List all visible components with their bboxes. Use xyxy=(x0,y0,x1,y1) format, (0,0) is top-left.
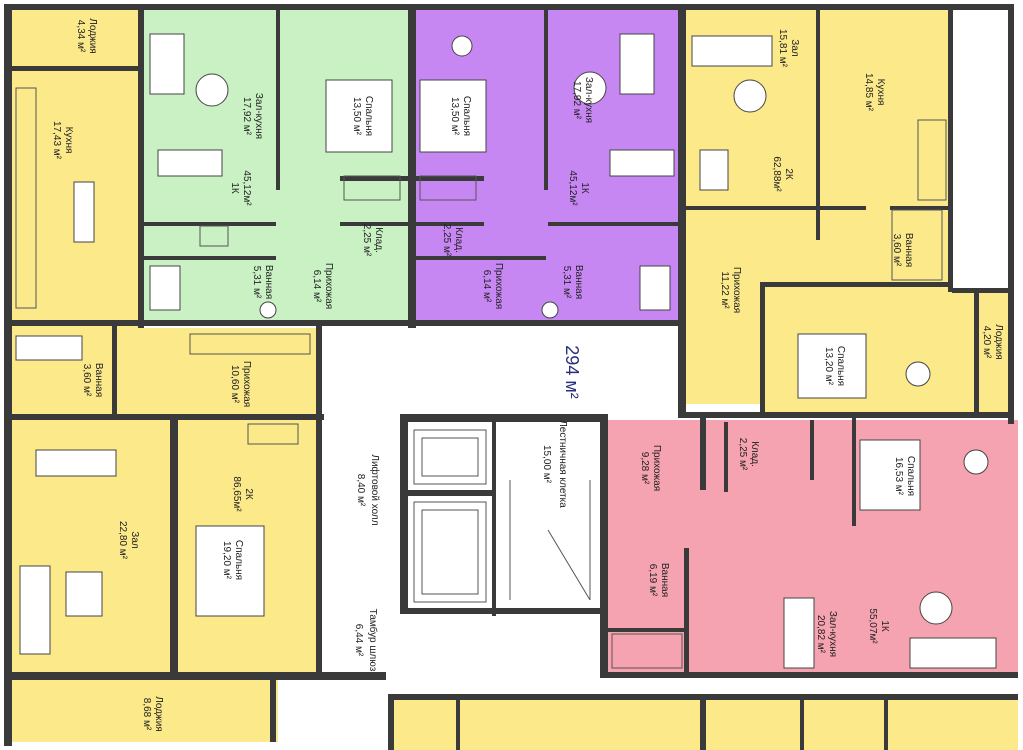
room-area: 13,20 м² xyxy=(823,347,834,386)
fill-right-edge xyxy=(950,8,1014,288)
room-name: Тамбур шлюз xyxy=(367,609,379,672)
room-name: Спальня xyxy=(835,346,846,386)
room-name: Ванная xyxy=(903,233,914,267)
room-name: Спальня xyxy=(233,540,244,580)
room-name: Ванная xyxy=(659,563,670,597)
room-name: Лестничная клетка xyxy=(557,420,568,508)
room-area: 5,31 м² xyxy=(251,266,262,299)
unit-labels: 1К 45,12м² 1К 45,12м² 2К 62,88м² 2К 86,6… xyxy=(229,156,890,644)
fill-loggia-bottom xyxy=(8,680,278,742)
room-area: 2,25 м² xyxy=(361,224,372,257)
room-area: 13,50 м² xyxy=(351,97,362,136)
room-name: Клад. xyxy=(373,227,384,253)
room-area: 20,82 м² xyxy=(815,615,826,654)
room-area: 19,20 м² xyxy=(221,541,232,580)
unit-area-label: 45,12м² xyxy=(241,170,252,206)
total-area-label: 294 м² xyxy=(562,345,582,398)
room-area: 3,60 м² xyxy=(891,234,902,267)
room-name: Прихожая xyxy=(651,445,662,491)
room-name: Кухня xyxy=(875,79,886,106)
room-name: Прихожая xyxy=(241,361,252,407)
room-area: 6,14 м² xyxy=(481,270,492,303)
unit-type-label: 2К xyxy=(243,488,254,500)
unit-area-label: 62,88м² xyxy=(771,156,782,192)
room-name: Спальня xyxy=(461,96,472,136)
room-area: 6,44 м² xyxy=(353,624,364,657)
room-name: Лоджия xyxy=(87,18,98,53)
room-name: Клад. xyxy=(453,227,464,253)
room-labels: Лоджия 4,34 м² Кухня 17,43 м² Зал-кухня … xyxy=(51,18,1004,731)
room-name: Прихожая xyxy=(731,267,742,313)
unit-area-label: 45,12м² xyxy=(567,170,578,206)
unit-area-label: 55,07м² xyxy=(867,608,878,644)
unit-type-label: 1К xyxy=(229,182,240,194)
fill-right-hall xyxy=(684,284,764,404)
unit-area-label: 86,65м² xyxy=(231,476,242,512)
room-area: 9,28 м² xyxy=(639,452,650,485)
room-name: Спальня xyxy=(905,456,916,496)
room-area: 8,40 м² xyxy=(355,474,366,507)
walls xyxy=(4,4,1018,750)
unit-type-label: 2К xyxy=(783,168,794,180)
room-area: 14,85 м² xyxy=(863,73,874,112)
room-area: 16,53 м² xyxy=(893,457,904,496)
room-area: 11,22 м² xyxy=(719,271,730,309)
room-name: Клад. xyxy=(749,441,760,467)
room-name: Прихожая xyxy=(493,263,504,309)
unit-type-label: 1К xyxy=(579,182,590,194)
room-name: Зал xyxy=(129,531,140,549)
room-name: Спальня xyxy=(363,96,374,136)
room-name: Зал xyxy=(789,39,800,57)
room-area: 10,60 м² xyxy=(229,365,240,404)
room-name: Ванная xyxy=(573,265,584,299)
room-area: 17,92 м² xyxy=(241,97,252,136)
room-area: 15,81 м² xyxy=(777,29,788,68)
room-name: Лоджия xyxy=(993,324,1004,359)
fill-left-top xyxy=(8,8,138,328)
room-area: 6,14 м² xyxy=(311,270,322,303)
room-name: Ванная xyxy=(263,265,274,299)
room-area: 15,00 м² xyxy=(541,445,552,484)
room-area: 2,25 м² xyxy=(737,438,748,471)
room-area: 6,19 м² xyxy=(647,564,658,597)
fill-left-hall xyxy=(120,328,320,418)
room-area: 4,20 м² xyxy=(981,326,992,359)
room-area: 4,34 м² xyxy=(75,20,86,53)
unit-type-label: 1К xyxy=(879,620,890,632)
room-area: 8,68 м² xyxy=(141,698,152,731)
table-shape xyxy=(73,181,95,243)
room-area: 13,50 м² xyxy=(449,97,460,136)
room-name: Зал-кухня xyxy=(253,93,264,139)
room-name: Кухня xyxy=(63,127,74,154)
room-name: Зал-кухня xyxy=(827,611,838,657)
room-area: 17,92 м² xyxy=(571,81,582,120)
fill-right-loggia xyxy=(954,292,1014,414)
room-area: 22,80 м² xyxy=(117,521,128,560)
room-area: 2,25 м² xyxy=(441,224,452,257)
room-area: 5,31 м² xyxy=(561,266,572,299)
room-area: 3,60 м² xyxy=(81,364,92,397)
room-name: Прихожая xyxy=(323,263,334,309)
room-name: Лоджия xyxy=(153,696,164,731)
room-name: Лифтовой холл xyxy=(369,454,381,525)
room-name: Ванная xyxy=(93,363,104,397)
room-name: Зал-кухня xyxy=(583,77,594,123)
furniture xyxy=(15,33,997,669)
room-area: 17,43 м² xyxy=(51,121,62,160)
